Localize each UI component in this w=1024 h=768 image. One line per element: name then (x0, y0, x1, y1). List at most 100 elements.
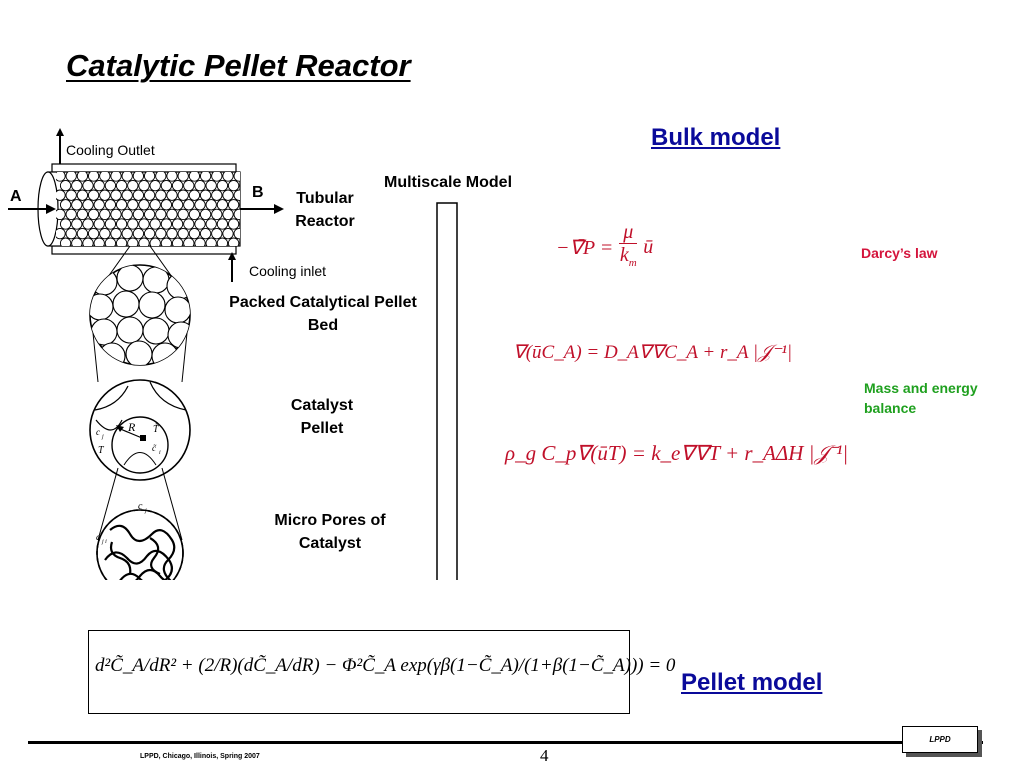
packing-pellet (211, 172, 223, 182)
packing-pellet (171, 199, 184, 211)
packing-pellet (138, 199, 150, 211)
packing-pellet (110, 208, 122, 221)
darcy-equation: −∇̄P = μ km ū (556, 221, 654, 269)
packing-pellet (222, 227, 234, 240)
packing-pellet (149, 237, 161, 246)
pellet-model-heading[interactable]: Pellet model (681, 669, 823, 696)
packing-pellet (216, 179, 229, 192)
packing-pellet (216, 218, 229, 230)
symbol-cj: c (96, 427, 100, 437)
packing-pellet (171, 237, 184, 246)
jacket-top-plate (51, 163, 237, 173)
packing-pellet (183, 218, 195, 230)
packing-pellet (93, 199, 105, 211)
packing-pellet (104, 179, 117, 192)
packing-pellet (199, 227, 212, 240)
symbol-ci: c̃ (152, 443, 157, 453)
symbol-cji: c (96, 532, 100, 542)
packing-pellet (104, 218, 117, 230)
packing-pellet (188, 227, 201, 240)
packing-pellet (216, 199, 229, 211)
darcy-law-note: Darcy’s law (861, 245, 938, 261)
packing-pellet (166, 208, 178, 221)
packing-pellet (199, 189, 212, 201)
packing-pellet (56, 208, 66, 221)
packing-pellet (245, 228, 255, 238)
packing-pellet (110, 172, 122, 182)
packing-pellet (56, 172, 66, 182)
packing-pellet (127, 199, 139, 211)
packing-pellet (115, 179, 128, 192)
packing-pellet (71, 179, 83, 192)
multiscale-down-arrow (436, 202, 458, 580)
packing-pellet (76, 172, 89, 182)
packing-pellet (216, 237, 229, 246)
packing-pellet (121, 227, 133, 240)
packing-pellet (87, 208, 100, 221)
energy-balance-equation: ρ_g C_p∇(ūT) = k_e∇∇T + r_AΔH |𝒥⁻¹| (505, 441, 849, 465)
packing-pellet (149, 199, 161, 211)
bulk-model-heading[interactable]: Bulk model (651, 124, 781, 151)
packing-pellet (233, 172, 240, 182)
packing-pellet (115, 218, 128, 230)
packing-pellet (121, 208, 133, 221)
packing-pellet (76, 208, 89, 221)
packing-pellet (177, 208, 189, 221)
packing-pellet (76, 189, 89, 201)
outlet-label-B: B (252, 184, 264, 201)
packing-pellet (93, 218, 105, 230)
packing-pellet (99, 189, 111, 201)
packing-pellet (59, 218, 72, 230)
packing-pellet (166, 172, 178, 182)
micro-pores-circle (96, 509, 184, 580)
svg-text:j: j (144, 508, 147, 514)
packing-pellet (59, 179, 72, 192)
packing-pellet (183, 237, 195, 246)
packing-pellet (87, 172, 100, 182)
packing-pellet (110, 189, 122, 201)
packing-pellet (194, 199, 206, 211)
inlet-label-A: A (10, 188, 22, 205)
packing-pellet (194, 218, 206, 230)
packing-pellet (104, 237, 117, 246)
packing-pellet (155, 172, 167, 182)
micro-pores-label: Micro Pores of Catalyst (274, 512, 386, 552)
packing-pellet (188, 208, 201, 221)
packing-pellet (171, 218, 184, 230)
packing-pellet (82, 237, 94, 246)
lppd-logo: LPPD (902, 726, 978, 753)
packing-pellet (132, 189, 145, 201)
lppd-logo-text: LPPD (929, 735, 951, 744)
packing-pellet (71, 218, 83, 230)
packing-pellet (205, 218, 217, 230)
packing-pellet (222, 172, 234, 182)
packing-pellet (56, 189, 66, 201)
packing-pellet (227, 218, 240, 230)
page-number: 4 (540, 746, 549, 765)
packing-pellet (155, 208, 167, 221)
packing-pellet (127, 179, 139, 192)
packing-pellet (87, 227, 100, 240)
packing-pellet (99, 227, 111, 240)
jacket-bottom-plate (51, 245, 237, 255)
packing-pellet (239, 221, 240, 227)
packing-pellet (211, 208, 223, 221)
packing-pellet (222, 208, 234, 221)
packing-pellet (127, 237, 139, 246)
packing-pellet (115, 237, 128, 246)
packing-pellet (227, 199, 240, 211)
packing-pellet (149, 218, 161, 230)
pore-structure (103, 524, 179, 580)
packing-pellet (233, 189, 240, 201)
multiscale-model-label: Multiscale Model (383, 174, 513, 191)
packing-pellet (183, 179, 195, 192)
svg-text:j i: j i (101, 539, 107, 545)
reactor-diagram: c j T R T̃ c̃ i c j c j i (8, 128, 458, 580)
packing-pellet (115, 199, 128, 211)
packing-pellet (233, 208, 240, 221)
packing-pellet (177, 172, 189, 182)
packing-pellet (99, 172, 111, 182)
tubular-reactor-label: Tubular Reactor (295, 190, 355, 230)
packing-pellet (160, 199, 173, 211)
symbol-T-left: T (98, 445, 105, 456)
